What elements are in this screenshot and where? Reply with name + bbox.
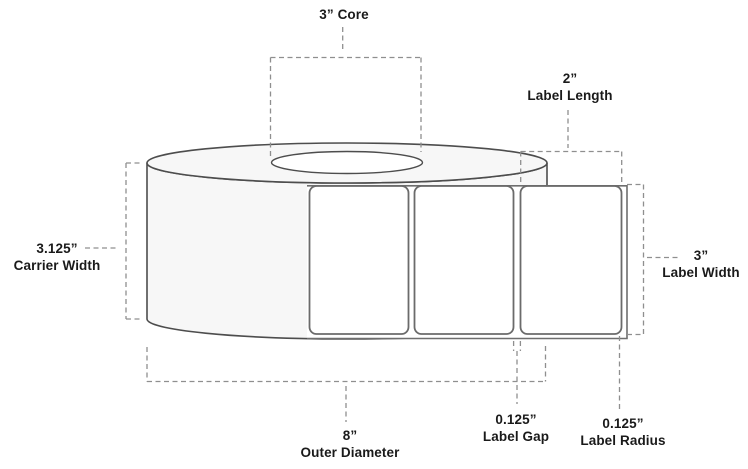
carrier-width-dimension-dashes	[85, 162, 143, 320]
label-width-annotation: 3” Label Width	[662, 248, 739, 281]
core-dimension-dashes	[269, 27, 422, 157]
label-radius-annotation: 0.125” Label Radius	[580, 416, 665, 449]
outer-diameter-annotation: 8” Outer Diameter	[301, 428, 400, 461]
dimension-lines	[85, 27, 681, 422]
outer-diameter-label: Outer Diameter	[300, 444, 400, 460]
label-width-value: 3”	[693, 248, 709, 263]
label-gap-value: 0.125”	[495, 412, 537, 427]
label-width-label: Label Width	[662, 264, 740, 280]
label-radius-value: 0.125”	[602, 416, 644, 431]
carrier-width-value: 3.125”	[36, 241, 78, 256]
label-length-label: Label Length	[527, 87, 613, 103]
core-value: 3”	[319, 7, 334, 22]
label-gap-label: Label Gap	[482, 428, 550, 444]
label-1	[308, 185, 410, 335]
carrier-width-annotation: 3.125” Carrier Width	[14, 241, 101, 274]
core-label: Core	[337, 7, 369, 22]
outer-diameter-dimension-dashes	[146, 346, 547, 422]
carrier-width-label: Carrier Width	[13, 257, 101, 273]
label-2	[413, 185, 515, 335]
label-width-dimension-dashes	[627, 183, 681, 336]
label-3	[519, 185, 623, 335]
core-hole	[270, 150, 424, 175]
core-annotation: 3” Core	[319, 7, 369, 24]
label-length-value: 2”	[562, 71, 578, 86]
label-radius-label: Label Radius	[580, 432, 666, 448]
label-length-dimension-dashes	[520, 110, 623, 184]
outer-diameter-value: 8”	[342, 428, 358, 443]
label-gap-annotation: 0.125” Label Gap	[483, 412, 549, 445]
label-gap-dimension-dashes	[512, 341, 522, 404]
label-length-annotation: 2” Label Length	[527, 71, 612, 104]
